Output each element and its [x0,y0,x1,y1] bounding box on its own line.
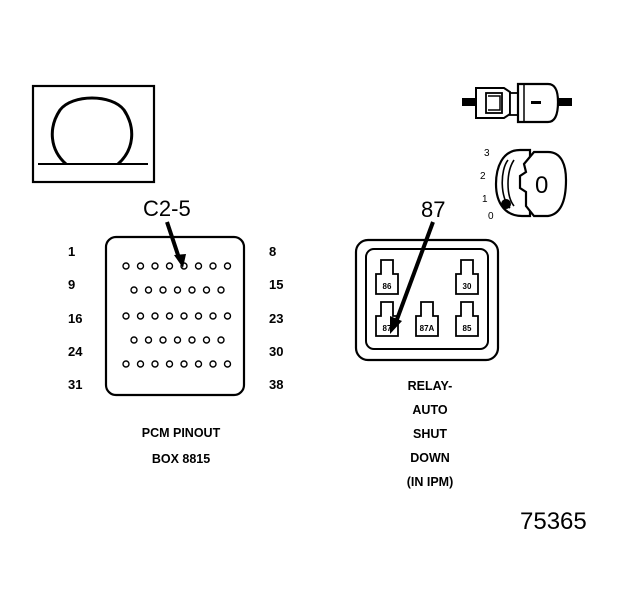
pin-hole [144,286,153,294]
pin-hole [136,312,145,320]
pin-hole [159,336,167,344]
ignition-key-icon [518,150,568,218]
ignition-position-label: 0 [488,211,494,222]
relay-terminal-label: 85 [463,324,472,333]
relay-callout-label: 87 [421,197,446,222]
figure-number: 75365 [520,508,587,535]
ignition-key-label: 0 [535,172,549,199]
pin-hole [151,312,159,320]
relay-terminals: 86 30 87 87A 85 [375,259,479,337]
pin-hole [151,262,159,270]
pin-hole [165,262,174,270]
connector-caption-line: BOX 8815 [151,452,211,466]
relay-terminal: 87A [415,301,439,337]
pin-hole [223,262,232,270]
connector-caption-line: PCM PINOUT [141,426,221,440]
pin-holes [122,262,232,368]
callout-arrow-87 [394,221,435,323]
pin-label-left: 9 [68,277,76,292]
pin-label-right: 30 [269,344,284,359]
pin-hole [202,336,211,344]
pin-hole [188,336,196,344]
relay-terminal: 86 [375,259,399,295]
pin-label-left: 31 [68,377,83,392]
pin-hole [173,286,182,294]
relay-caption-line: AUTO [412,403,448,417]
pin-hole [122,312,130,320]
pin-label-right: 8 [269,244,277,259]
pin-hole [209,312,217,320]
pin-hole [194,262,203,270]
relay-terminal: 30 [455,259,479,295]
pin-hole [180,312,188,320]
relay-caption-line: DOWN [410,451,450,465]
pin-hole [159,286,167,294]
pin-hole [165,312,174,320]
omega-symbol-box [31,84,156,184]
pin-label-right: 23 [269,311,284,326]
pin-hole [209,262,217,270]
plug-connector-icon [462,82,572,124]
relay-terminal-label: 87 [383,324,392,333]
pin-hole [217,336,225,344]
ignition-position-label: 1 [482,194,488,205]
pin-hole [180,360,188,368]
pin-hole [223,312,232,320]
pin-hole [130,336,138,344]
pin-hole [122,360,130,368]
pin-hole [173,336,182,344]
relay-housing [354,238,500,362]
pin-hole [209,360,217,368]
relay-caption-line: SHUT [412,427,448,441]
pin-hole [136,262,145,270]
pin-hole [223,360,232,368]
callout-arrow-c2-5 [165,221,181,259]
relay-terminal: 85 [455,301,479,337]
omega-icon [50,96,134,166]
pcm-connector [104,221,246,397]
pin-hole [202,286,211,294]
ignition-position-label: 3 [484,148,490,159]
pin-label-left: 16 [68,311,83,326]
pin-hole [194,312,203,320]
ignition-position-label: 2 [480,171,486,182]
pin-hole [151,360,159,368]
pin-hole [136,360,145,368]
pin-label-left: 24 [68,344,83,359]
ignition-switch-icon [494,148,568,218]
pin-hole [144,336,153,344]
relay-terminal-label: 87A [420,324,435,333]
pin-label-right: 15 [269,277,284,292]
connector-callout-label: C2-5 [143,196,191,221]
pin-hole [217,286,225,294]
pin-label-right: 38 [269,377,284,392]
pin-hole [130,286,138,294]
relay-caption-line: RELAY- [407,379,453,393]
pin-hole [188,286,196,294]
pin-label-left: 1 [68,244,76,259]
relay-terminal-label: 30 [463,282,472,291]
pin-hole [122,262,130,270]
relay-terminal-label: 86 [383,282,392,291]
pin-hole [194,360,203,368]
relay-caption-line: (IN IPM) [406,475,454,489]
pin-hole [165,360,174,368]
